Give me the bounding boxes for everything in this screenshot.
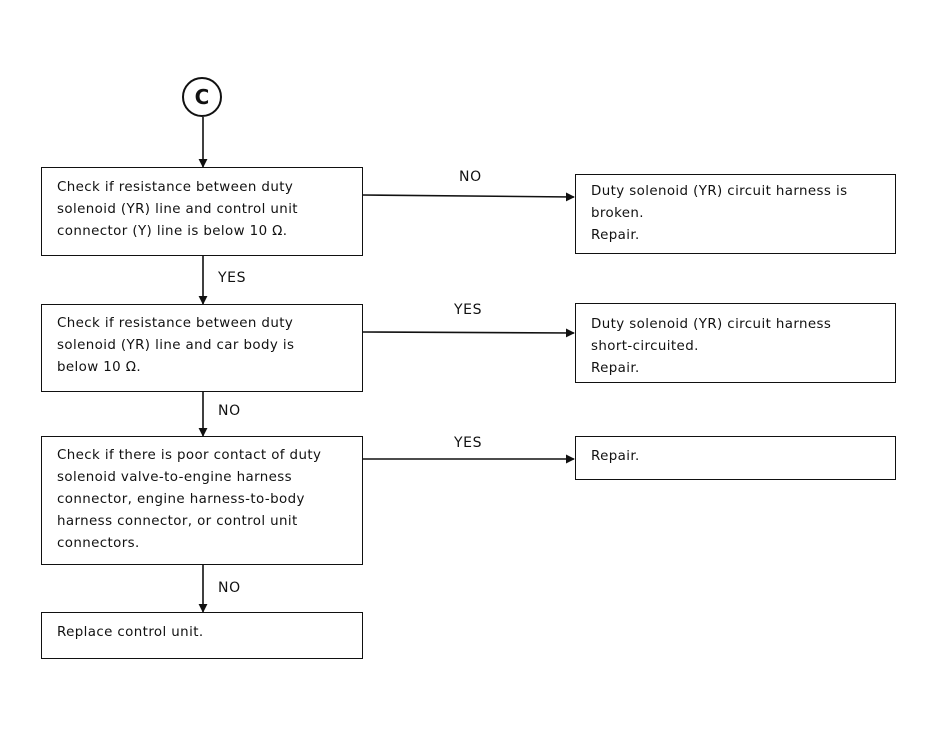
branch-label-no-3: NO [218, 580, 241, 596]
result-box-1 [575, 174, 896, 254]
check-box-1 [41, 167, 363, 256]
check-box-4-text: Replace control unit. [57, 625, 204, 640]
check-box-3 [41, 436, 363, 565]
result-box-3 [575, 436, 896, 480]
result-box-3-text: Repair. [591, 449, 640, 464]
result-box-1-text: Duty solenoid (YR) circuit harness is br… [591, 184, 848, 243]
branch-label-yes-3: YES [454, 435, 483, 451]
connector-c-label: C [194, 85, 210, 109]
check-box-2-text: Check if resistance between duty solenoi… [57, 316, 295, 375]
check-box-1-text: Check if resistance between duty solenoi… [57, 180, 298, 239]
branch-label-yes-2: YES [454, 302, 483, 318]
branch-label-no-1: NO [459, 169, 482, 185]
branch-label-yes-1: YES [218, 270, 247, 286]
check-box-3-text: Check if there is poor contact of duty s… [57, 448, 322, 551]
branch-label-no-2: NO [218, 403, 241, 419]
result-box-2-text: Duty solenoid (YR) circuit harness short… [591, 317, 832, 376]
flow-arrow-check2-to-result2 [361, 328, 575, 338]
flow-arrow-check1-to-result1 [361, 192, 575, 202]
check-box-2 [41, 304, 363, 392]
connector-c: C [182, 77, 222, 117]
check-box-4 [41, 612, 363, 659]
result-box-2 [575, 303, 896, 383]
